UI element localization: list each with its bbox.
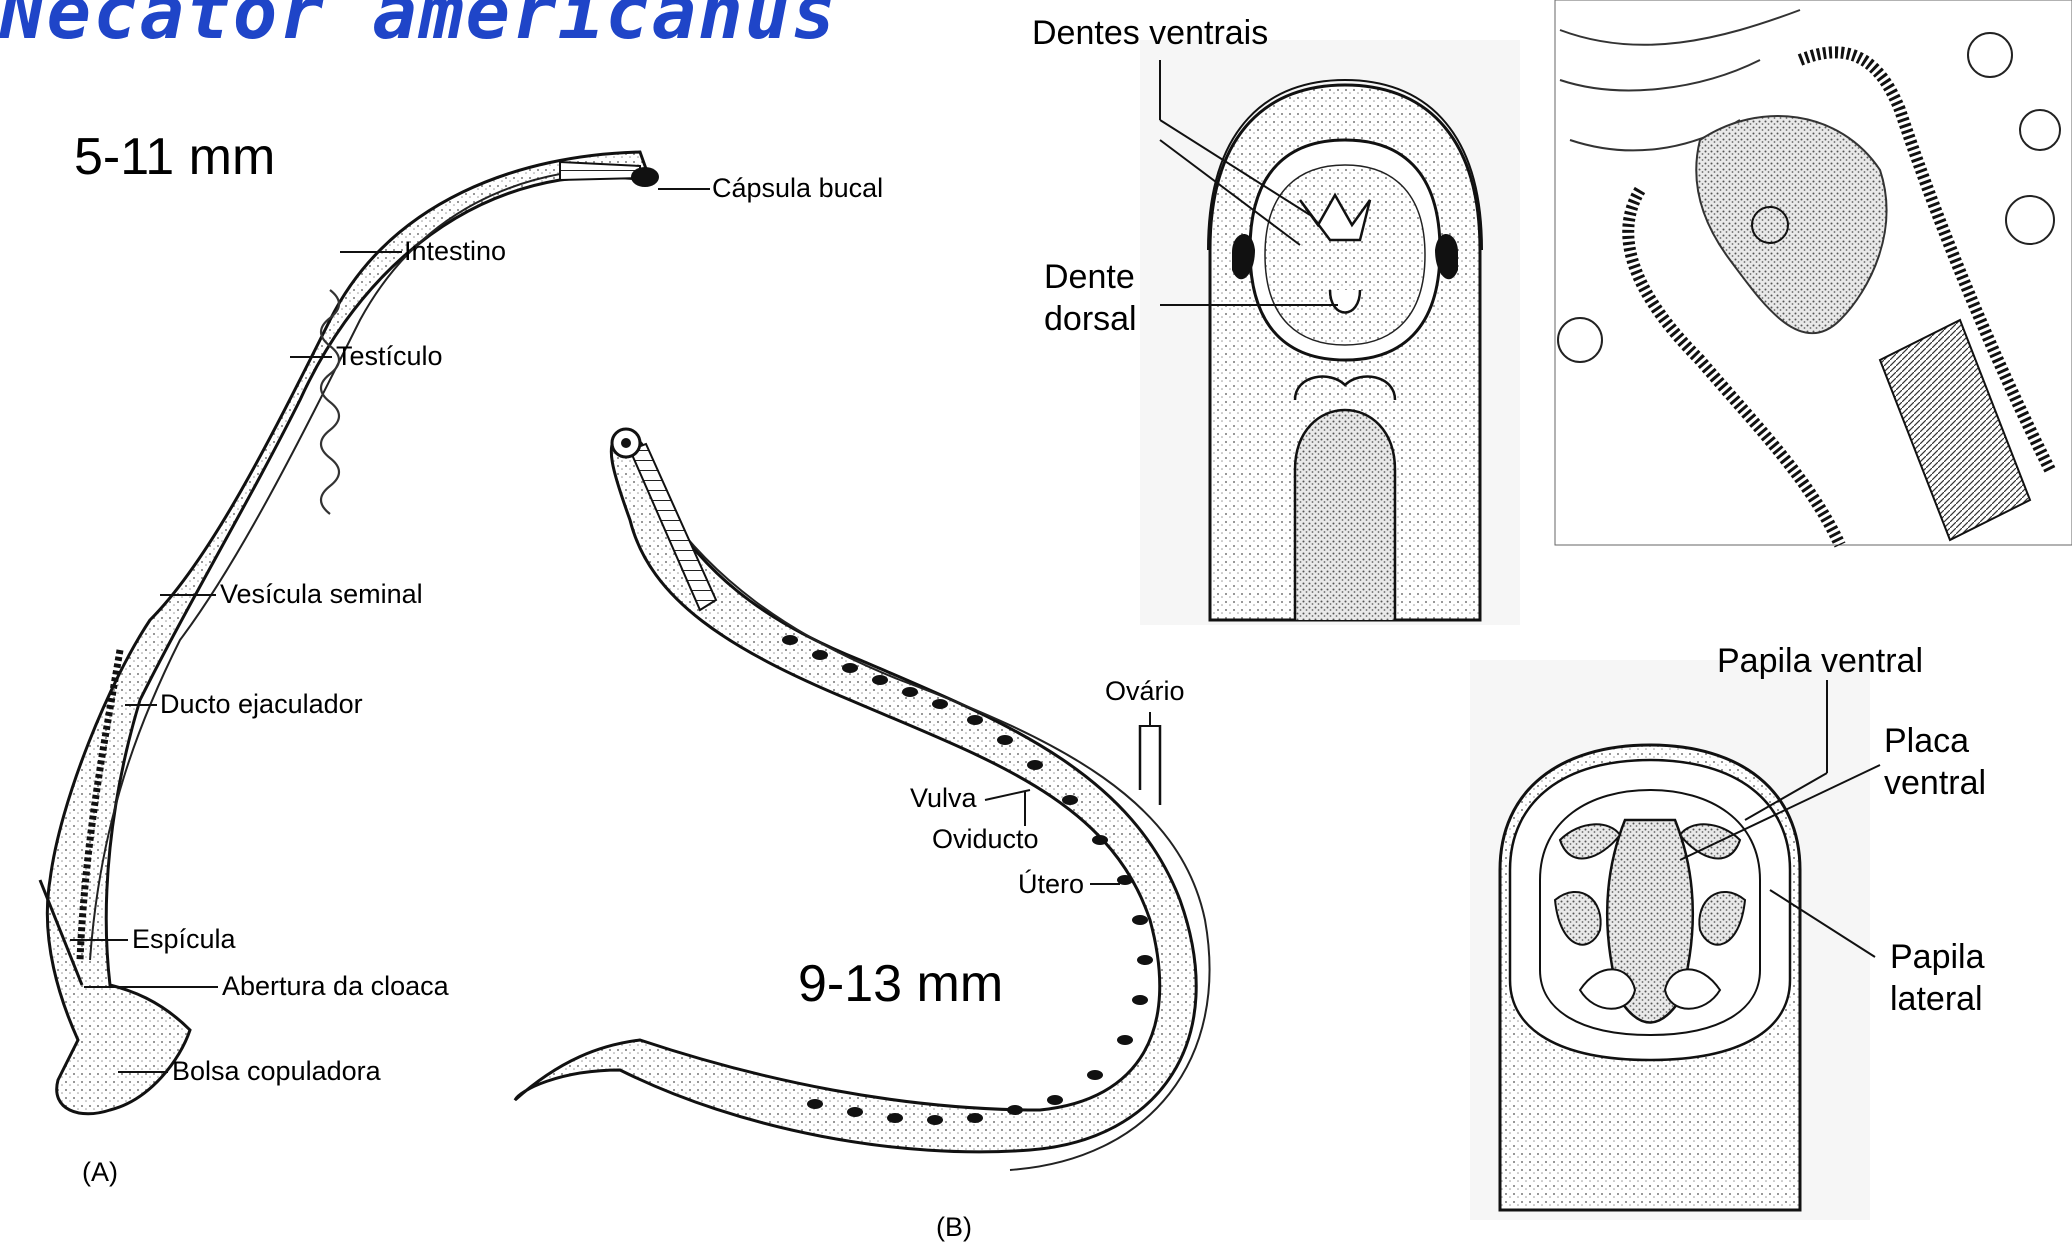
label-ducto-ejaculador: Ducto ejaculador — [160, 689, 363, 720]
label-papila-lateral-line1: Papila — [1890, 938, 1985, 977]
female-ovary — [1140, 725, 1160, 805]
female-worm-drawing — [515, 429, 1210, 1170]
label-intestino: Intestino — [404, 236, 506, 267]
label-abertura-cloaca: Abertura da cloaca — [222, 971, 449, 1002]
page-title: Necator americanus — [0, 0, 838, 56]
panel-label-b: (B) — [936, 1212, 972, 1243]
male-body-outer — [47, 152, 650, 1114]
head-dorsal-esophagus — [1295, 410, 1395, 620]
label-papila-ventral: Papila ventral — [1717, 642, 1923, 681]
histology-section-drawing — [1555, 0, 2072, 545]
label-oviducto: Oviducto — [932, 824, 1039, 855]
male-size-label: 5-11 mm — [74, 128, 275, 188]
label-dentes-ventrais: Dentes ventrais — [1032, 14, 1268, 53]
label-dente-dorsal-line1: Dente — [1044, 258, 1135, 297]
panel-label-a: (A) — [82, 1157, 118, 1188]
female-body-outer — [515, 434, 1196, 1152]
label-placa-ventral-line2: ventral — [1884, 764, 1986, 803]
male-pharynx — [560, 162, 640, 180]
head-dorsal-drawing — [1140, 40, 1520, 625]
female-size-label: 9-13 mm — [798, 955, 1003, 1015]
label-especula: Espícula — [132, 924, 236, 955]
label-placa-ventral-line1: Placa — [1884, 722, 1969, 761]
label-bolsa-copuladora: Bolsa copuladora — [172, 1056, 381, 1087]
label-vulva: Vulva — [910, 783, 977, 814]
label-vesicula-seminal: Vesícula seminal — [220, 579, 423, 610]
label-dente-dorsal-line2: dorsal — [1044, 300, 1137, 339]
male-worm-drawing — [40, 152, 659, 1114]
label-testiculo: Testículo — [336, 341, 443, 372]
head-ventral-drawing — [1470, 660, 1870, 1220]
label-capsula-bucal: Cápsula bucal — [712, 173, 883, 204]
label-ovario: Ovário — [1105, 676, 1185, 707]
label-papila-lateral-line2: lateral — [1890, 980, 1983, 1019]
male-buccal-capsule — [631, 167, 659, 187]
label-utero: Útero — [1018, 869, 1084, 900]
